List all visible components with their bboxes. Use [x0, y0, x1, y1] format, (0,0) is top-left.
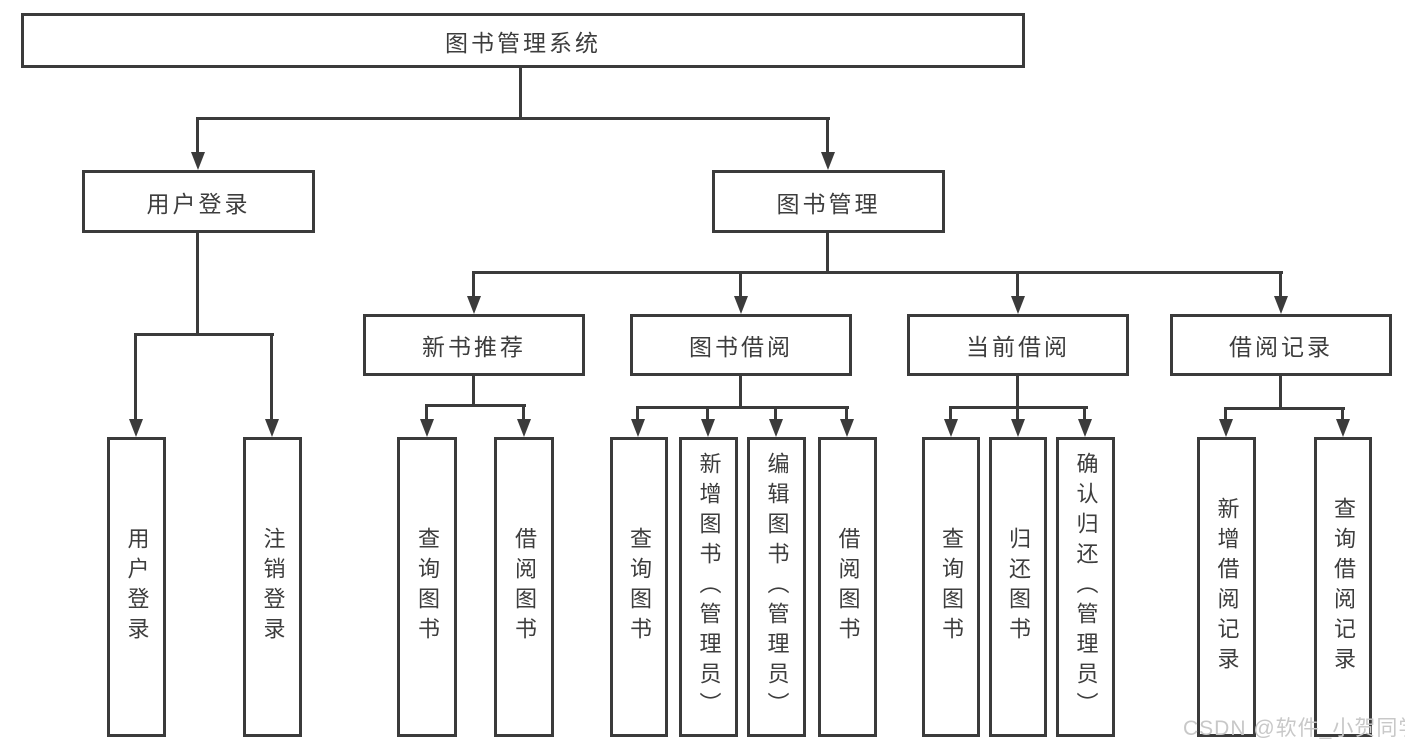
leaf-query-borrow-record-label: 查询借阅记录	[1331, 497, 1356, 677]
arrow-down-icon	[517, 419, 531, 437]
arrow-down-icon	[1336, 419, 1350, 437]
connector-line	[196, 117, 199, 153]
connector-line	[774, 406, 777, 419]
connector-line	[134, 333, 274, 336]
connector-line	[826, 232, 829, 274]
connector-line	[270, 333, 273, 419]
leaf-query-books-recommend: 查询图书	[397, 437, 457, 737]
leaf-borrow-books-recommend-label: 借阅图书	[512, 527, 537, 647]
connector-line	[739, 271, 742, 296]
connector-line	[1279, 375, 1282, 410]
leaf-return-book: 归还图书	[989, 437, 1047, 737]
leaf-query-books-current-label: 查询图书	[939, 527, 964, 647]
node-new-book-recommend: 新书推荐	[363, 314, 585, 376]
connector-line	[1279, 271, 1282, 296]
leaf-add-book-admin: 新增图书（管理员）	[679, 437, 738, 737]
arrow-down-icon	[1011, 296, 1025, 314]
leaf-query-books-current: 查询图书	[922, 437, 980, 737]
node-new-book-recommend-label: 新书推荐	[422, 334, 526, 360]
leaf-return-book-label: 归还图书	[1006, 527, 1031, 647]
connector-line	[425, 404, 428, 419]
arrow-down-icon	[944, 419, 958, 437]
leaf-query-books-borrowing: 查询图书	[610, 437, 668, 737]
leaf-borrow-books-borrowing-label: 借阅图书	[835, 527, 861, 647]
node-user-login-label: 用户登录	[146, 190, 251, 217]
leaf-borrow-books-borrowing: 借阅图书	[818, 437, 877, 737]
leaf-user-login-label: 用户登录	[124, 527, 150, 647]
node-book-borrowing: 图书借阅	[630, 314, 852, 376]
leaf-edit-book-admin-label: 编辑图书（管理员）	[764, 452, 790, 722]
arrow-down-icon	[129, 419, 143, 437]
leaf-add-borrow-record: 新增借阅记录	[1197, 437, 1256, 737]
leaf-confirm-return-admin: 确认归还（管理员）	[1056, 437, 1115, 737]
connector-line	[1224, 407, 1227, 419]
connector-line	[1341, 407, 1344, 419]
connector-line	[134, 333, 137, 419]
node-user-login: 用户登录	[82, 170, 315, 233]
connector-line	[472, 271, 1283, 274]
arrow-down-icon	[420, 419, 434, 437]
connector-line	[1224, 407, 1345, 410]
connector-line	[1083, 406, 1086, 419]
leaf-add-book-admin-label: 新增图书（管理员）	[696, 452, 722, 722]
connector-line	[1016, 375, 1019, 409]
arrow-down-icon	[1219, 419, 1233, 437]
arrow-down-icon	[701, 419, 715, 437]
connector-line	[472, 271, 475, 296]
connector-line	[522, 404, 525, 419]
connector-line	[425, 404, 526, 407]
leaf-user-login: 用户登录	[107, 437, 166, 737]
leaf-edit-book-admin: 编辑图书（管理员）	[747, 437, 806, 737]
node-current-borrowing-label: 当前借阅	[966, 334, 1070, 360]
node-borrow-records: 借阅记录	[1170, 314, 1392, 376]
arrow-down-icon	[631, 419, 645, 437]
node-current-borrowing: 当前借阅	[907, 314, 1129, 376]
connector-line	[196, 117, 830, 120]
arrow-down-icon	[821, 152, 835, 170]
connector-line	[519, 68, 522, 120]
node-book-management: 图书管理	[712, 170, 945, 233]
node-book-management-label: 图书管理	[776, 190, 881, 217]
connector-line	[845, 406, 848, 419]
connector-line	[636, 406, 639, 419]
node-book-borrowing-label: 图书借阅	[689, 334, 793, 360]
connector-line	[706, 406, 709, 419]
arrow-down-icon	[1011, 419, 1025, 437]
connector-line	[739, 375, 742, 409]
leaf-confirm-return-admin-label: 确认归还（管理员）	[1073, 452, 1099, 722]
arrow-down-icon	[840, 419, 854, 437]
connector-line	[1016, 271, 1019, 296]
leaf-query-borrow-record: 查询借阅记录	[1314, 437, 1372, 737]
arrow-down-icon	[191, 152, 205, 170]
leaf-borrow-books-recommend: 借阅图书	[494, 437, 554, 737]
node-root-label: 图书管理系统	[445, 29, 601, 56]
arrow-down-icon	[1078, 419, 1092, 437]
connector-line	[826, 117, 829, 153]
node-borrow-records-label: 借阅记录	[1229, 334, 1333, 360]
arrow-down-icon	[734, 296, 748, 314]
arrow-down-icon	[265, 419, 279, 437]
leaf-add-borrow-record-label: 新增借阅记录	[1214, 497, 1240, 677]
arrow-down-icon	[1274, 296, 1288, 314]
arrow-down-icon	[769, 419, 783, 437]
leaf-logout-label: 注销登录	[260, 527, 286, 647]
connector-line	[196, 232, 199, 336]
leaf-query-books-borrowing-label: 查询图书	[627, 527, 652, 647]
connector-line	[472, 375, 475, 407]
leaf-query-books-recommend-label: 查询图书	[415, 527, 440, 647]
watermark: CSDN @软件_小贺同学	[1183, 717, 1405, 740]
connector-line	[636, 406, 849, 409]
connector-line	[1016, 406, 1019, 419]
arrow-down-icon	[467, 296, 481, 314]
connector-line	[949, 406, 952, 419]
leaf-logout: 注销登录	[243, 437, 302, 737]
node-root: 图书管理系统	[21, 13, 1025, 68]
